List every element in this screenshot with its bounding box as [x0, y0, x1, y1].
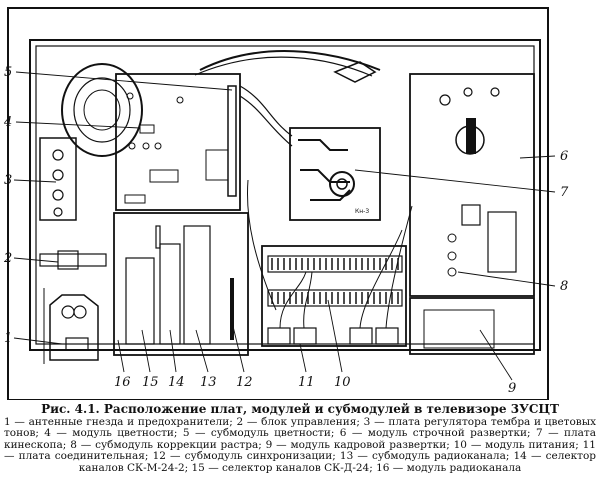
- leader-line-8: [457, 271, 556, 287]
- callout-10: 10: [334, 375, 351, 390]
- leader-line-12: [231, 321, 245, 373]
- outer-frame: [7, 7, 549, 400]
- callout-11: 11: [298, 375, 315, 390]
- callout-4: 4: [3, 115, 12, 130]
- caption-legend: 1 — антенные гнезда и предохранители; 2 …: [4, 415, 596, 474]
- kinescope-board: [289, 127, 381, 221]
- callout-13: 13: [200, 375, 217, 390]
- color-module-board: [115, 73, 241, 211]
- tone-control-board: [39, 137, 77, 221]
- figure-caption: Рис. 4.1. Расположение плат, модулей и с…: [4, 402, 596, 474]
- callout-2: 2: [3, 251, 12, 266]
- frame-scan-module: [409, 297, 535, 355]
- leader-line-6: [519, 155, 556, 159]
- power-module: [261, 245, 407, 347]
- line-scan-module: [409, 73, 535, 297]
- connector-block: [267, 327, 291, 345]
- caption-title: Рис. 4.1. Расположение плат, модулей и с…: [41, 402, 559, 416]
- leader-line-13: [195, 329, 209, 373]
- callout-9: 9: [508, 381, 516, 396]
- inner-frame: [29, 39, 541, 351]
- sync-submodule: [230, 278, 234, 340]
- leader-line-9: [479, 329, 513, 381]
- radio-channel-submodule: [183, 225, 211, 345]
- leader-line-7: [354, 169, 556, 193]
- antenna-sockets: [49, 294, 99, 361]
- tv-chassis-diagram: Кн-3 1 2 3 4 5 6 7 8 9 10 11: [3, 7, 569, 400]
- callout-12: 12: [236, 375, 253, 390]
- selector-sk-d-24: [125, 257, 155, 345]
- callout-3: 3: [4, 173, 12, 188]
- selector-sk-m-24-2: [159, 243, 181, 345]
- connector-block: [349, 327, 373, 345]
- connector-block: [293, 327, 317, 345]
- radio-channel-module: [113, 212, 249, 356]
- leader-line-16: [117, 339, 125, 373]
- board-marking: Кн-3: [355, 208, 369, 215]
- connector-block: [375, 327, 399, 345]
- chassis-frame: [35, 45, 535, 345]
- callout-1: 1: [4, 331, 12, 346]
- leader-line-15: [141, 329, 151, 373]
- control-unit: [39, 253, 107, 267]
- leader-line-1: [13, 337, 63, 345]
- callout-16: 16: [114, 375, 131, 390]
- leader-line-2: [13, 257, 59, 263]
- leader-line-3: [13, 179, 57, 183]
- leader-line-4: [15, 121, 141, 129]
- speaker: [61, 63, 143, 157]
- callout-7: 7: [560, 185, 569, 200]
- callout-15: 15: [142, 375, 159, 390]
- callout-5: 5: [4, 65, 12, 80]
- power-heatsink-top: [267, 255, 403, 273]
- leader-line-14: [169, 329, 177, 373]
- leader-line-5: [15, 71, 233, 91]
- leader-line-11: [299, 343, 307, 373]
- callout-14: 14: [168, 375, 185, 390]
- callout-6: 6: [560, 149, 568, 164]
- power-heatsink-bottom: [267, 289, 403, 307]
- callout-8: 8: [560, 279, 568, 294]
- leader-line-10: [327, 299, 343, 373]
